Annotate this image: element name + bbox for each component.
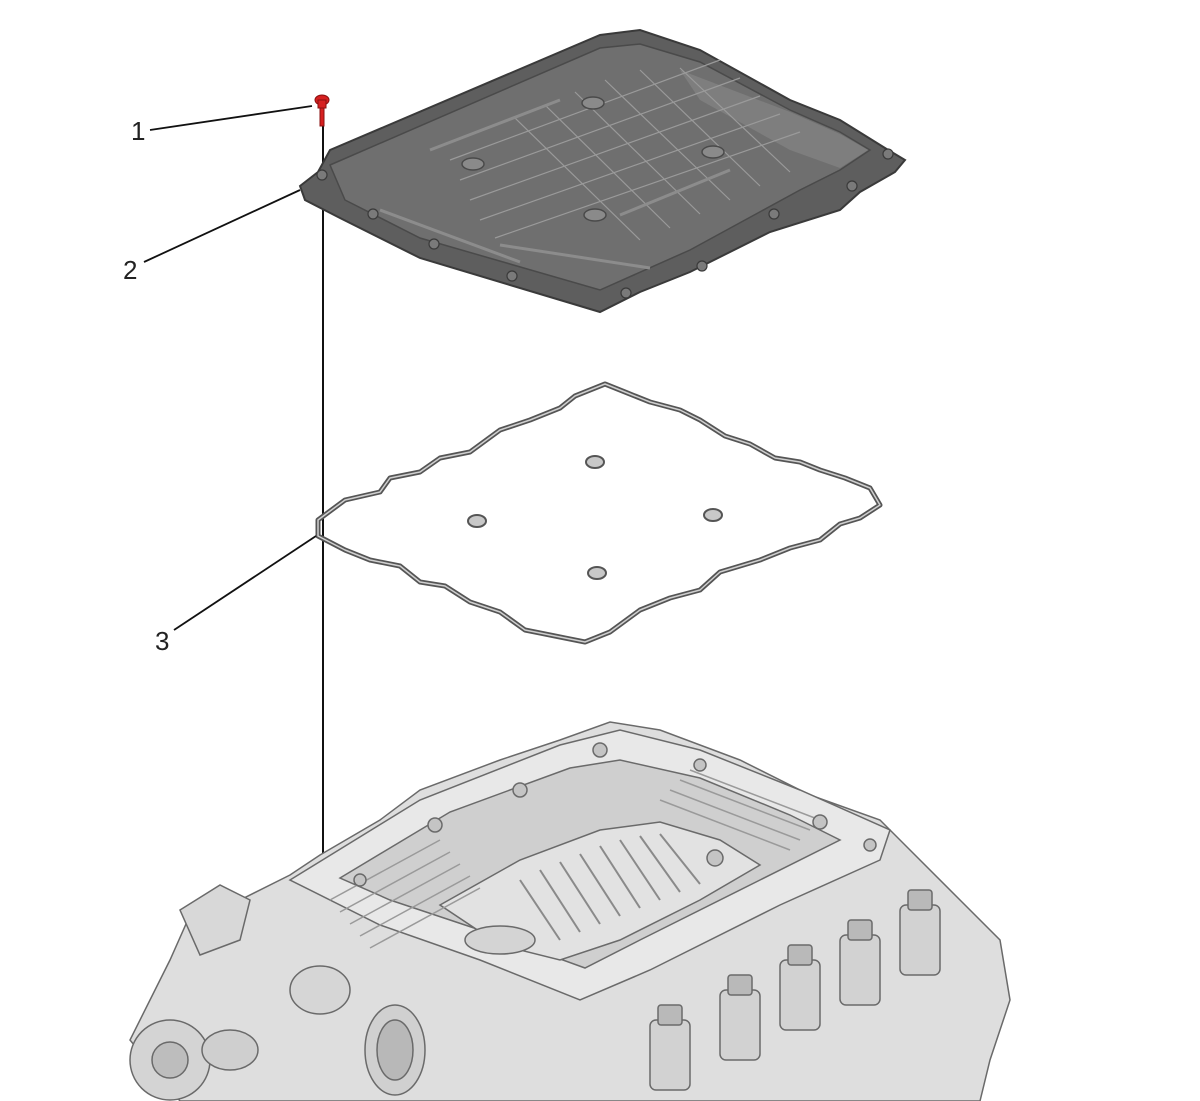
callout-1: 1 <box>131 116 145 146</box>
bolt-part <box>314 94 330 127</box>
leader-lines <box>143 105 317 631</box>
engine-assembly <box>129 721 1011 1101</box>
cover-part <box>298 28 907 314</box>
leader-line-1 <box>149 105 313 131</box>
callout-2: 2 <box>123 255 137 285</box>
callout-3: 3 <box>155 626 169 656</box>
leader-line-2 <box>143 189 301 263</box>
leader-line-3 <box>173 535 317 631</box>
gasket-part <box>315 381 883 645</box>
